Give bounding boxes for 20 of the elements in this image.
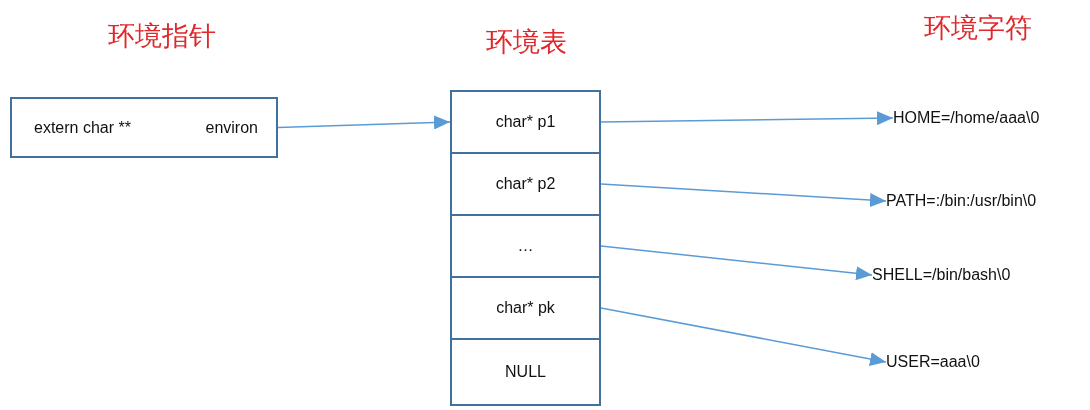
declaration-text: extern char ** — [34, 118, 131, 137]
variable-name: environ — [205, 118, 258, 137]
variable-box — [10, 97, 278, 158]
heading: 环境表 — [486, 25, 567, 59]
arrow — [600, 111, 894, 126]
arrow — [600, 307, 887, 366]
arrow — [277, 115, 451, 130]
table-cell: NULL — [450, 338, 601, 406]
table-cell: char* pk — [450, 276, 601, 340]
arrow — [600, 183, 887, 208]
arrow — [600, 245, 873, 281]
heading: 环境指针 — [108, 19, 216, 53]
heading: 环境字符 — [924, 11, 1032, 45]
string-text: PATH=:/bin:/usr/bin\0 — [886, 188, 1037, 214]
table-cell: … — [450, 214, 601, 278]
string-text: HOME=/home/aaa\0 — [893, 105, 1040, 131]
string-text: USER=aaa\0 — [886, 349, 980, 375]
string-text: SHELL=/bin/bash\0 — [872, 262, 1011, 288]
table-cell: char* p1 — [450, 90, 601, 154]
table-cell: char* p2 — [450, 152, 601, 216]
